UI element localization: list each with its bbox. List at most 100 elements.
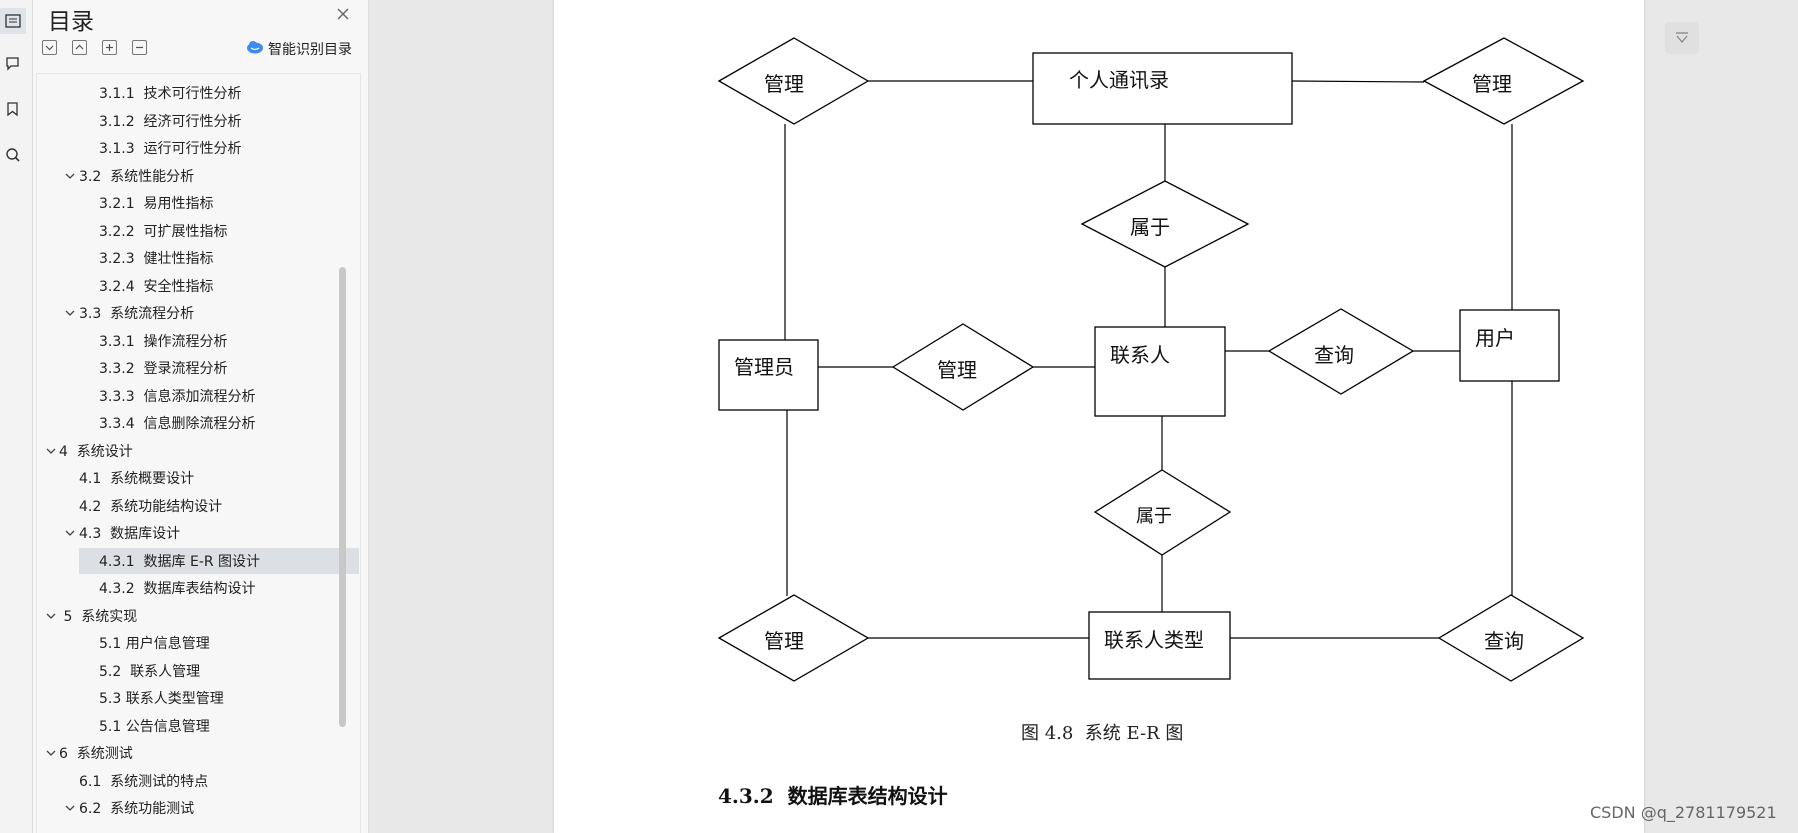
filter-icon <box>1676 32 1688 44</box>
toc-icon[interactable] <box>0 8 26 34</box>
expand-all-button[interactable] <box>42 40 57 55</box>
reading-mode-button[interactable] <box>1665 22 1699 54</box>
relation-label: 管理 <box>764 72 804 96</box>
collapse-all-button[interactable] <box>72 40 87 55</box>
toc-item-label: 3.3.3 信息添加流程分析 <box>99 388 256 405</box>
toc-item[interactable]: 5.3 联系人类型管理 <box>37 685 360 711</box>
relation-label: 管理 <box>937 358 977 382</box>
toc-item-label: 3.1.1 技术可行性分析 <box>99 86 242 102</box>
chevron-down-icon[interactable] <box>46 748 56 758</box>
toc-item[interactable]: 4.1 系统概要设计 <box>37 465 360 491</box>
toc-item-label: 3.2.1 易用性指标 <box>99 196 214 212</box>
toc-item-label: 5.1 用户信息管理 <box>99 636 210 652</box>
relation-label: 管理 <box>1472 72 1512 96</box>
toc-item[interactable]: 4.3.2 数据库表结构设计 <box>37 575 360 601</box>
add-entry-button[interactable] <box>102 40 117 55</box>
entity-contact: 联系人 <box>1094 326 1226 417</box>
toc-item[interactable]: 6 系统测试 <box>37 740 359 766</box>
relation-manage-bottom-left: 管理 <box>717 594 870 682</box>
toc-item[interactable]: 3.3.3 信息添加流程分析 <box>37 383 360 409</box>
toc-item[interactable]: 3.3.1 操作流程分析 <box>37 328 360 354</box>
entity-label: 用户 <box>1475 326 1515 350</box>
toc-item[interactable]: 3.2.4 安全性指标 <box>37 273 360 299</box>
toc-item[interactable]: 5.1 公告信息管理 <box>37 713 360 739</box>
entity-user: 用户 <box>1459 309 1560 382</box>
toc-item-label: 4.3 数据库设计 <box>79 526 181 542</box>
toc-item-label: 3.1.3 运行可行性分析 <box>99 141 242 157</box>
entity-admin: 管理员 <box>718 339 819 411</box>
toc-item-label: 5.2 联系人管理 <box>99 663 201 680</box>
entity-label: 联系人 <box>1110 343 1170 367</box>
toc-item[interactable]: 4.3.1 数据库 E-R 图设计 <box>79 547 359 574</box>
entity-contacts-book: 个人通讯录 <box>1032 52 1293 125</box>
toc-item-label: 3.3.2 登录流程分析 <box>99 361 228 377</box>
chevron-down-icon[interactable] <box>65 803 75 813</box>
toc-item-label: 3.2.3 健壮性指标 <box>99 251 214 267</box>
toc-item-label: 3.2 系统性能分析 <box>79 168 195 185</box>
toc-item[interactable]: 4 系统设计 <box>37 438 359 464</box>
toc-item[interactable]: 3.2.2 可扩展性指标 <box>37 218 360 244</box>
toc-item-label: 3.3.1 操作流程分析 <box>99 333 228 350</box>
toc-item-label: 4 系统设计 <box>59 443 133 460</box>
toc-item-label: 4.3.1 数据库 E-R 图设计 <box>99 553 261 570</box>
toc-item-label: 6 系统测试 <box>59 746 133 762</box>
toc-item[interactable]: 4.2 系统功能结构设计 <box>37 493 360 519</box>
bookmark-icon[interactable] <box>0 96 26 122</box>
smart-toc-button[interactable]: 智能识别目录 <box>246 39 352 59</box>
toc-item[interactable]: 5.2 联系人管理 <box>37 658 360 684</box>
relation-manage-top-right: 管理 <box>1422 37 1585 125</box>
close-icon[interactable] <box>335 6 353 24</box>
toc-item-label: 5.3 联系人类型管理 <box>99 691 224 707</box>
toc-list: 3.1.1 技术可行性分析 3.1.2 经济可行性分析 3.1.3 运行可行性分析 3… <box>36 73 361 833</box>
chevron-down-icon[interactable] <box>46 611 56 621</box>
toc-item[interactable]: 3.2.3 健壮性指标 <box>37 245 360 271</box>
chevron-down-icon[interactable] <box>65 528 75 538</box>
toc-title: 目录 <box>48 9 94 35</box>
relation-manage-mid: 管理 <box>891 323 1035 411</box>
toc-item[interactable]: 3.1.1 技术可行性分析 <box>37 80 360 106</box>
chevron-down-icon[interactable] <box>65 308 75 318</box>
chevron-down-icon[interactable] <box>65 171 75 181</box>
toc-item-label: 6.1 系统测试的特点 <box>79 773 209 790</box>
remove-entry-button[interactable] <box>132 40 147 55</box>
toc-item[interactable]: 4.3 数据库设计 <box>37 520 360 546</box>
figure-caption: 图 4.8 系统 E-R 图 <box>1021 723 1184 744</box>
toc-item-label: 3.3 系统流程分析 <box>79 306 195 322</box>
toc-item[interactable]: 3.2.1 易用性指标 <box>37 190 360 216</box>
relation-label: 属于 <box>1130 215 1170 239</box>
toc-item-label: 3.2.2 可扩展性指标 <box>99 223 228 240</box>
relation-belong-bottom: 属于 <box>1093 469 1232 556</box>
relation-manage-top-left: 管理 <box>717 37 870 125</box>
scrollbar-thumb[interactable] <box>339 267 346 727</box>
toc-item[interactable]: 6.1 系统测试的特点 <box>37 768 360 794</box>
toc-item-label: 4.1 系统概要设计 <box>79 471 195 487</box>
toc-item[interactable]: 3.3.2 登录流程分析 <box>37 355 360 381</box>
toc-item[interactable]: 3.3.4 信息删除流程分析 <box>37 410 360 436</box>
toc-item[interactable]: 3.1.2 经济可行性分析 <box>37 108 360 134</box>
toc-item[interactable]: 3.1.3 运行可行性分析 <box>37 135 360 161</box>
er-diagram: 个人通讯录 管理员 联系人 用户 联系人类型 管理 管理 属于 <box>717 37 1585 682</box>
section-heading: 4.3.2 数据库表结构设计 <box>718 784 948 808</box>
relation-label: 查询 <box>1484 629 1524 653</box>
toc-item[interactable]: 5 系统实现 <box>37 603 359 629</box>
toc-item[interactable]: 3.3 系统流程分析 <box>37 300 360 326</box>
document-page: 个人通讯录 管理员 联系人 用户 联系人类型 管理 管理 属于 <box>554 0 1644 833</box>
search-icon[interactable] <box>0 142 26 168</box>
entity-label: 个人通讯录 <box>1069 68 1169 92</box>
smart-toc-label: 智能识别目录 <box>268 42 352 58</box>
toc-item-label: 4.2 系统功能结构设计 <box>79 498 223 515</box>
toc-item[interactable]: 6.2 系统功能测试 <box>37 795 360 821</box>
relation-belong-top: 属于 <box>1080 180 1250 268</box>
toc-item[interactable]: 5.1 用户信息管理 <box>37 630 360 656</box>
entity-label: 联系人类型 <box>1104 628 1204 652</box>
chevron-down-icon[interactable] <box>46 446 56 456</box>
toc-item[interactable]: 3.2 系统性能分析 <box>37 163 360 189</box>
connector <box>1291 80 1425 83</box>
toc-item-label: 6.2 系统功能测试 <box>79 801 195 817</box>
toc-item-label: 3.1.2 经济可行性分析 <box>99 113 242 130</box>
toc-item-label: 5.1 公告信息管理 <box>99 718 210 735</box>
cloud-icon <box>246 40 264 58</box>
toc-item-label: 5 系统实现 <box>59 608 138 625</box>
annotation-icon[interactable] <box>0 50 26 76</box>
